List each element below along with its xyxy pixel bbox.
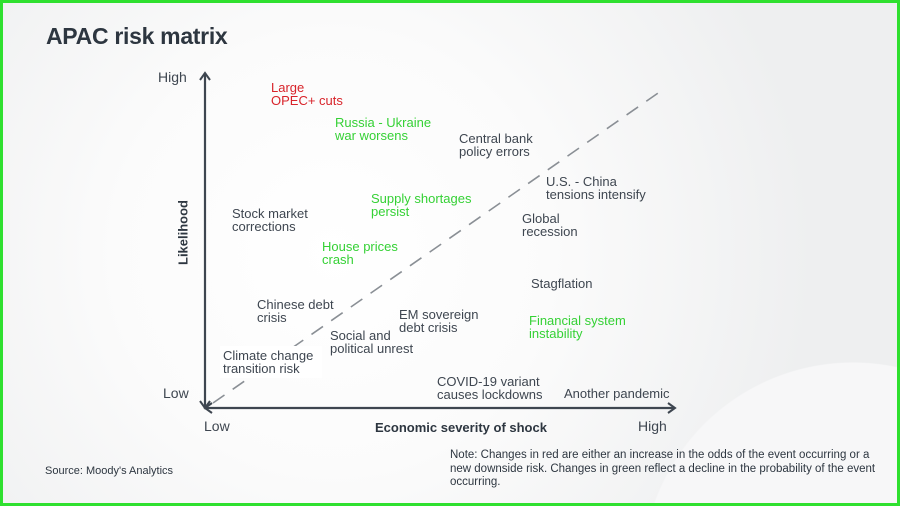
- x-high-label: High: [638, 418, 667, 434]
- y-arrow-up-icon: [199, 71, 211, 81]
- risk-label: Stagflation: [531, 276, 593, 291]
- source-text: Source: Moody's Analytics: [45, 465, 174, 477]
- risk-label: Another pandemic: [564, 386, 670, 401]
- axes: [199, 71, 677, 414]
- x-low-label: Low: [204, 418, 230, 434]
- y-high-label: High: [158, 69, 187, 85]
- y-axis-title: Likelihood: [175, 200, 191, 265]
- note-text: Note: Changes in red are either an incre…: [450, 449, 876, 488]
- page-title: APAC risk matrix: [46, 23, 228, 49]
- x-arrow-right-icon: [667, 402, 677, 414]
- y-low-label: Low: [163, 385, 189, 401]
- label-background: [220, 346, 322, 378]
- x-axis-title: Economic severity of shock: [375, 420, 547, 435]
- diagonal-dashed-line: [212, 90, 662, 404]
- x-arrow-left-icon: [203, 402, 213, 414]
